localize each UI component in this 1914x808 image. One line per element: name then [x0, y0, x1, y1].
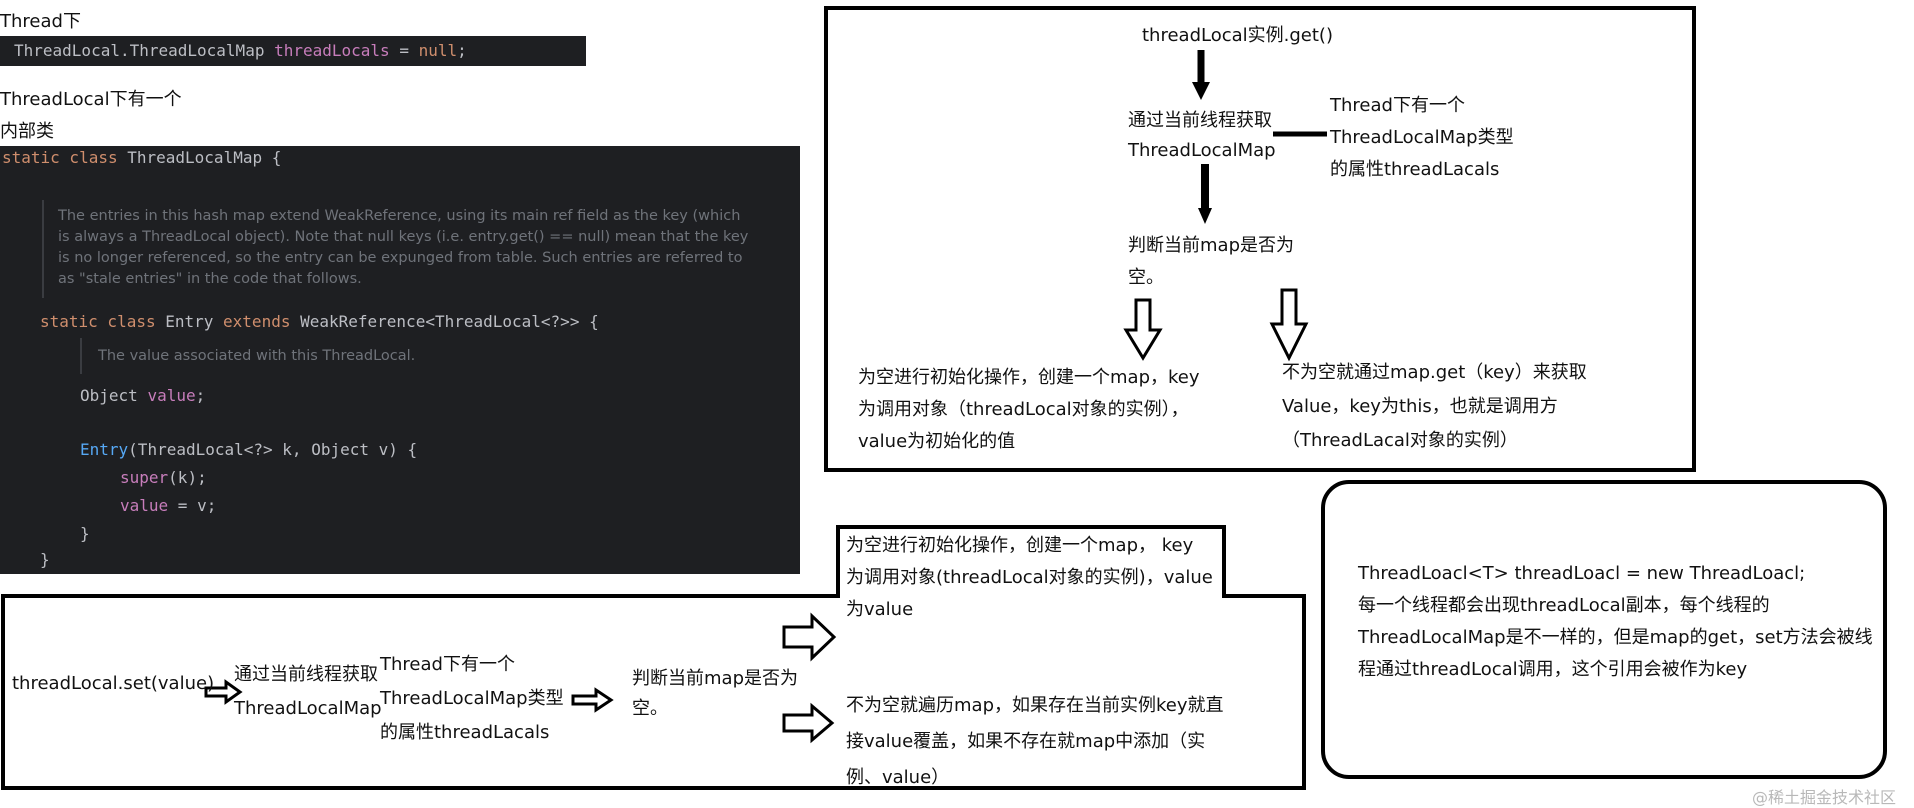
- inner-class-label-2: 内部类: [0, 121, 54, 142]
- hollow-arrow-right-1: [204, 679, 243, 705]
- obj-field: value: [147, 386, 196, 405]
- get-note-line: Thread下有一个: [1330, 95, 1465, 116]
- set-empty-line: 为value: [846, 599, 914, 620]
- get-step1-line: ThreadLocalMap: [1128, 140, 1276, 161]
- set-note-line: Thread下有一个: [380, 654, 515, 675]
- hollow-arrow-down-right: [1269, 288, 1309, 362]
- set-flow-box: [1, 525, 1306, 790]
- get-step1-line: 通过当前线程获取: [1128, 110, 1272, 131]
- get-note: Thread下有一个 ThreadLocalMap类型 的属性threadLac…: [1330, 90, 1514, 186]
- set-start: threadLocal.set(value): [12, 673, 215, 694]
- code-line-ctor: Entry(ThreadLocal<?> k, Object v) {: [80, 440, 417, 459]
- set-step2-line: 空。: [632, 698, 668, 719]
- get-step2-line: 判断当前map是否为: [1128, 235, 1294, 256]
- assign-field: value: [120, 496, 169, 515]
- ctor-name: Entry: [80, 440, 129, 459]
- code-line-assign: value = v;: [120, 496, 216, 515]
- set-step2: 判断当前map是否为 空。: [632, 664, 798, 724]
- summary-line: 程通过threadLocal调用，这个引用会被作为key: [1358, 659, 1748, 680]
- inner-class-label-1: ThreadLocal下有一个: [0, 89, 182, 110]
- code-line-super: super(k);: [120, 468, 207, 487]
- summary-line: 每一个线程都会出现threadLocal副本，每个线程的: [1358, 595, 1770, 616]
- set-empty-line: 为空进行初始化操作，创建一个map， key: [846, 535, 1194, 556]
- doc-line: The entries in this hash map extend Weak…: [58, 208, 741, 224]
- set-step1: 通过当前线程获取 ThreadLocalMap: [234, 658, 382, 726]
- set-step1-line: ThreadLocalMap: [234, 698, 382, 719]
- doc-line: as "stale entries" in the code that foll…: [58, 271, 362, 287]
- code-type: ThreadLocal.ThreadLocalMap: [14, 41, 265, 60]
- get-nonempty-line: 不为空就通过map.get（key）来获取: [1282, 362, 1587, 383]
- hollow-arrow-right-2: [571, 687, 614, 713]
- code-line-object: Object value;: [80, 386, 205, 405]
- code-line-class: static class ThreadLocalMap {: [2, 148, 281, 167]
- doc-comment-2: The value associated with this ThreadLoc…: [80, 338, 698, 374]
- obj-type: Object: [80, 386, 148, 405]
- set-nonempty: 不为空就遍历map，如果存在当前实例key就直 接value覆盖，如果不存在就m…: [846, 688, 1224, 796]
- kw-static-class: static class: [40, 312, 166, 331]
- set-note-line: 的属性threadLacals: [380, 722, 550, 743]
- get-step2: 判断当前map是否为 空。: [1128, 230, 1294, 294]
- code-eq: =: [389, 41, 419, 60]
- class-name: ThreadLocalMap {: [127, 148, 282, 167]
- summary-line: ThreadLocalMap是不一样的，但是map的get，set方法会被线: [1358, 627, 1873, 648]
- hollow-arrow-branch-up: [782, 612, 837, 662]
- set-note-line: ThreadLocalMap类型: [380, 688, 564, 709]
- get-empty-line: value为初始化的值: [858, 431, 1016, 452]
- set-nonempty-line: 例、value）: [846, 767, 950, 788]
- ctor-rest: (ThreadLocal<?> k, Object v) {: [128, 440, 418, 459]
- thread-label: Thread下: [0, 11, 81, 32]
- thread-field-code: ThreadLocal.ThreadLocalMap threadLocals …: [0, 36, 586, 66]
- set-note: Thread下有一个 ThreadLocalMap类型 的属性threadLac…: [380, 648, 564, 750]
- set-step1-line: 通过当前线程获取: [234, 664, 378, 685]
- arrow-down-1: [1192, 50, 1210, 100]
- doc-line: is no longer referenced, so the entry ca…: [58, 250, 743, 266]
- set-nonempty-line: 接value覆盖，如果不存在就map中添加（实: [846, 731, 1206, 752]
- get-step1: 通过当前线程获取 ThreadLocalMap: [1128, 106, 1276, 166]
- entry-name: Entry: [165, 312, 224, 331]
- set-nonempty-line: 不为空就遍历map，如果存在当前实例key就直: [846, 695, 1224, 716]
- summary-text: ThreadLoacl<T> threadLoacl = new ThreadL…: [1358, 558, 1873, 686]
- get-note-line: 的属性threadLacals: [1330, 159, 1500, 180]
- get-nonempty: 不为空就通过map.get（key）来获取 Value，key为this，也就是…: [1282, 356, 1587, 458]
- doc-line: is always a ThreadLocal object). Note th…: [58, 229, 749, 245]
- set-empty-line: 为调用对象(threadLocal对象的实例)，value: [846, 567, 1213, 588]
- get-empty-line: 为空进行初始化操作，创建一个map，key: [858, 367, 1200, 388]
- entry-rest: WeakReference<ThreadLocal<?>> {: [300, 312, 599, 331]
- summary-box: [1321, 480, 1887, 779]
- arrow-down-2: [1198, 164, 1212, 224]
- close-brace-inner: }: [80, 524, 90, 543]
- doc-comment-1: The entries in this hash map extend Weak…: [42, 200, 808, 298]
- assign-rest: = v;: [168, 496, 217, 515]
- get-start: threadLocal实例.get(): [1142, 25, 1333, 46]
- obj-semi: ;: [195, 386, 206, 405]
- code-line-entry: static class Entry extends WeakReference…: [40, 312, 599, 331]
- hollow-arrow-branch-down: [782, 702, 835, 744]
- super-kw: super: [120, 468, 169, 487]
- get-flow-box: [824, 6, 1696, 472]
- code-field-name: threadLocals: [274, 41, 390, 60]
- get-nonempty-line: （ThreadLacal对象的实例）: [1282, 430, 1518, 451]
- code-semi: ;: [457, 41, 467, 60]
- kw-static-class: static class: [2, 148, 128, 167]
- code-null: null: [418, 41, 458, 60]
- get-step2-line: 空。: [1128, 267, 1164, 288]
- hollow-arrow-down-left: [1123, 298, 1163, 361]
- code-panel: static class ThreadLocalMap { The entrie…: [0, 146, 800, 574]
- get-nonempty-line: Value，key为this，也就是调用方: [1282, 396, 1558, 417]
- get-empty: 为空进行初始化操作，创建一个map，key 为调用对象（threadLocal对…: [858, 362, 1200, 458]
- close-brace-outer: }: [40, 550, 50, 569]
- set-empty: 为空进行初始化操作，创建一个map， key 为调用对象(threadLocal…: [846, 530, 1213, 626]
- set-step2-line: 判断当前map是否为: [632, 668, 798, 689]
- summary-line: ThreadLoacl<T> threadLoacl = new ThreadL…: [1358, 563, 1806, 584]
- watermark: @稀土掘金技术社区: [1752, 788, 1897, 807]
- doc-line: The value associated with this ThreadLoc…: [98, 348, 416, 364]
- get-empty-line: 为调用对象（threadLocal对象的实例），: [858, 399, 1189, 420]
- kw-extends: extends: [223, 312, 301, 331]
- super-rest: (k);: [168, 468, 207, 487]
- get-note-line: ThreadLocalMap类型: [1330, 127, 1514, 148]
